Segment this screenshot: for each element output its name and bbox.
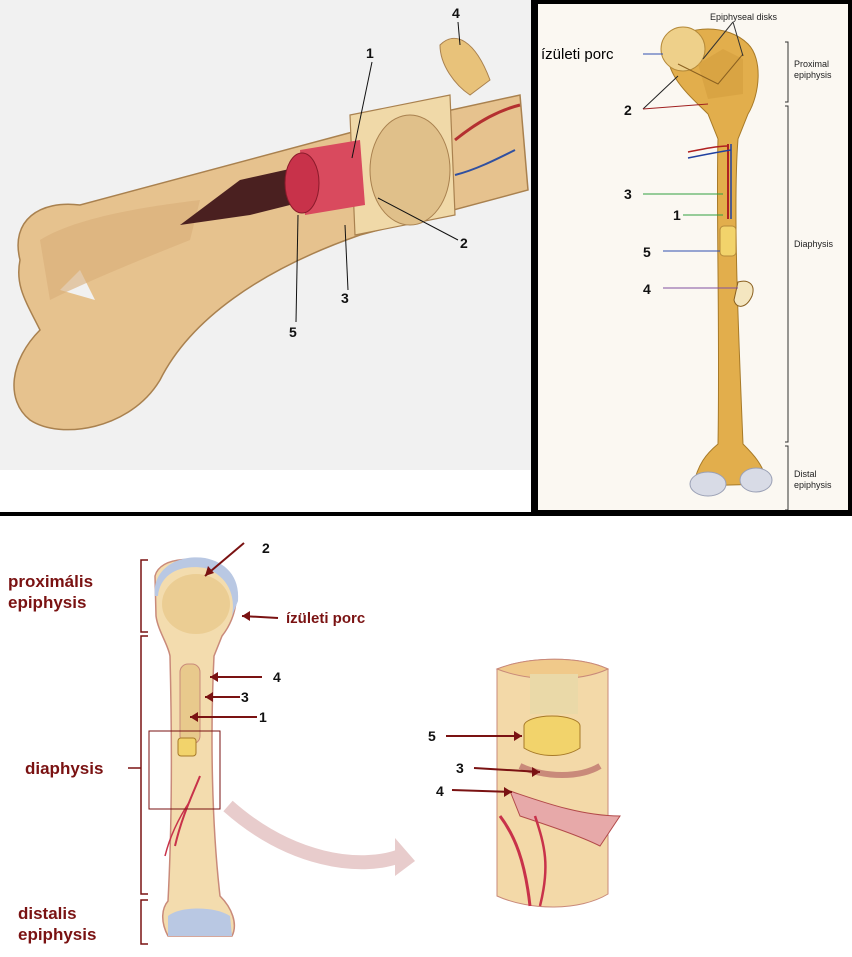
porc-label-c: ízületi porc xyxy=(286,610,365,627)
label-b-2: 2 xyxy=(624,102,632,118)
label-c-4-detail: 4 xyxy=(436,783,444,799)
bone-cutaway-illustration: 1 2 3 4 5 xyxy=(0,0,531,470)
label-c-3-detail: 3 xyxy=(456,760,464,776)
label-a-2: 2 xyxy=(460,235,468,251)
long-bone-diagram: Epiphyseal disks ízületi porc Proximal e… xyxy=(541,12,834,510)
distalis-label-2: epiphysis xyxy=(18,925,96,944)
epiphyseal-disks-label: Epiphyseal disks xyxy=(710,12,778,22)
long-bone-inner: Epiphyseal disks ízületi porc Proximal e… xyxy=(538,4,848,510)
porc-label-b: ízületi porc xyxy=(541,46,614,63)
distal-label-1: Distal xyxy=(794,469,817,479)
diaphysis-label-c: diaphysis xyxy=(25,759,103,778)
label-c-4: 4 xyxy=(273,669,281,685)
panel-bone-cutaway: 1 2 3 4 5 xyxy=(0,0,531,512)
proximalis-label-2: epiphysis xyxy=(8,593,86,612)
label-c-1: 1 xyxy=(259,709,267,725)
panel-long-bone: Epiphyseal disks ízületi porc Proximal e… xyxy=(531,0,852,512)
proximalis-label-1: proximális xyxy=(8,572,93,591)
label-a-5: 5 xyxy=(289,324,297,340)
distal-label-2: epiphysis xyxy=(794,480,832,490)
label-c-2: 2 xyxy=(262,540,270,556)
label-b-1: 1 xyxy=(673,207,681,223)
label-a-3: 3 xyxy=(341,290,349,306)
proximal-label-2: epiphysis xyxy=(794,70,832,80)
bone-detail-diagram: proximális epiphysis diaphysis distalis … xyxy=(8,540,621,945)
diaphysis-label-b: Diaphysis xyxy=(794,239,834,249)
label-b-3: 3 xyxy=(624,186,632,202)
label-b-4: 4 xyxy=(643,281,651,297)
distalis-label-1: distalis xyxy=(18,904,77,923)
panel-bone-detail: proximális epiphysis diaphysis distalis … xyxy=(0,512,852,957)
proximal-label-1: Proximal xyxy=(794,59,829,69)
label-c-5-detail: 5 xyxy=(428,728,436,744)
label-b-5: 5 xyxy=(643,244,651,260)
label-a-4: 4 xyxy=(452,5,460,21)
label-a-1: 1 xyxy=(366,45,374,61)
label-c-3: 3 xyxy=(241,689,249,705)
